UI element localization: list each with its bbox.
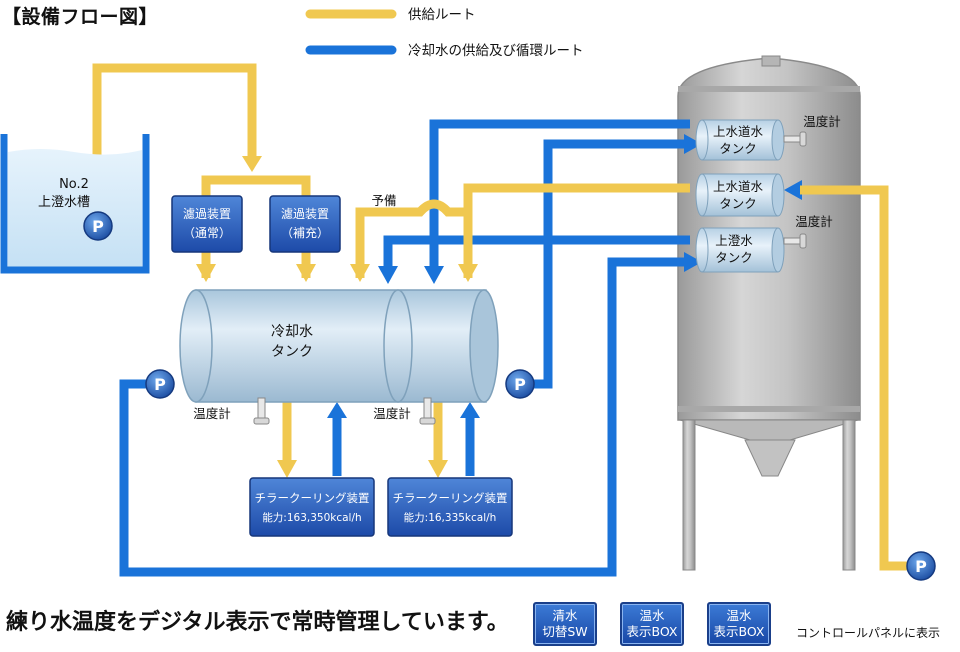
silo-tank-2-line1: 上水道水: [713, 179, 764, 194]
silo-tank-3-line2: タンク: [715, 250, 753, 265]
silo-tank-tap-water-2: 上水道水 タンク: [695, 173, 785, 217]
legend-supply-label: 供給ルート: [408, 7, 476, 23]
legend: 供給ルート 冷却水の供給及び循環ルート: [305, 7, 584, 59]
svg-text:P: P: [514, 375, 526, 394]
silo-tank-tap-water-1: 上水道水 タンク: [695, 119, 785, 161]
supply-arrowheads: [196, 156, 478, 478]
cooling-arrowheads: [327, 134, 802, 418]
svg-text:P: P: [154, 375, 166, 394]
thermometer-label-4: 温度計: [795, 214, 833, 229]
pump-icon: P: [145, 369, 175, 399]
cooling-tank-label-line1: 冷却水: [271, 324, 313, 340]
thermometer-icon: [783, 131, 807, 147]
button-line2: 表示BOX: [626, 624, 678, 639]
supply-routes: [92, 63, 920, 571]
filter-supplement-line1: 濾過装置: [281, 206, 329, 221]
pump-icon: P: [906, 551, 936, 581]
silo-tank-clear-water: 上澄水 タンク: [695, 227, 785, 273]
pump-icon: P: [505, 369, 535, 399]
page-title: 【設備フロー図】: [2, 6, 159, 28]
no2-tank-label-line1: No.2: [59, 177, 89, 192]
button-line1: 温水: [639, 608, 665, 623]
pump-icon: P: [83, 211, 113, 241]
silo-tank-1-line1: 上水道水: [713, 124, 764, 139]
clean-water-switch-button[interactable]: 清水 切替SW: [533, 602, 597, 646]
button-line1: 温水: [726, 608, 752, 623]
svg-text:P: P: [92, 217, 104, 236]
thermometer-label-1: 温度計: [193, 406, 231, 421]
thermometer-icon: [419, 397, 436, 425]
filter-supplement-line2: （補充）: [281, 225, 329, 240]
cooling-water-tank: 冷却水 タンク: [179, 289, 499, 403]
button-line2: 表示BOX: [713, 624, 765, 639]
footer-message: 練り水温度をデジタル表示で常時管理しています。: [6, 610, 509, 635]
legend-cooling-label: 冷却水の供給及び循環ルート: [408, 43, 584, 59]
silo-tank-2-line2: タンク: [719, 196, 757, 211]
thermometer-icon: [253, 397, 270, 425]
filter-normal-line1: 濾過装置: [183, 206, 231, 221]
chiller-large-capacity: 能力:163,350kcal/h: [262, 511, 361, 524]
control-panel-note: コントロールパネルに表示: [796, 626, 941, 640]
cooling-tank-label-line2: タンク: [271, 344, 313, 360]
hot-water-display-box-2[interactable]: 温水 表示BOX: [707, 602, 771, 646]
no2-clear-water-tank: No.2 上澄水槽: [0, 134, 150, 274]
no2-tank-label-line2: 上澄水槽: [38, 195, 90, 210]
svg-text:P: P: [915, 557, 927, 576]
reserve-label: 予備: [371, 193, 396, 208]
silo-tank-1-line2: タンク: [719, 141, 757, 156]
chiller-unit-large: チラークーリング装置 能力:163,350kcal/h: [249, 477, 375, 537]
button-line2: 切替SW: [542, 624, 588, 639]
filter-normal: 濾過装置 （通常）: [171, 195, 243, 253]
thermometer-label-3: 温度計: [803, 114, 841, 129]
filter-normal-line2: （通常）: [183, 226, 231, 240]
chiller-small-name: チラークーリング装置: [393, 491, 508, 505]
chiller-small-capacity: 能力:16,335kcal/h: [404, 511, 497, 524]
thermometer-label-2: 温度計: [373, 406, 411, 421]
chiller-large-name: チラークーリング装置: [255, 491, 370, 505]
silo-tank-3-line1: 上澄水: [715, 233, 753, 248]
filter-supplement: 濾過装置 （補充）: [269, 195, 341, 253]
thermometer-icon: [783, 233, 807, 249]
hot-water-display-box-1[interactable]: 温水 表示BOX: [620, 602, 684, 646]
chiller-unit-small: チラークーリング装置 能力:16,335kcal/h: [387, 477, 513, 537]
button-line1: 清水: [552, 608, 578, 623]
